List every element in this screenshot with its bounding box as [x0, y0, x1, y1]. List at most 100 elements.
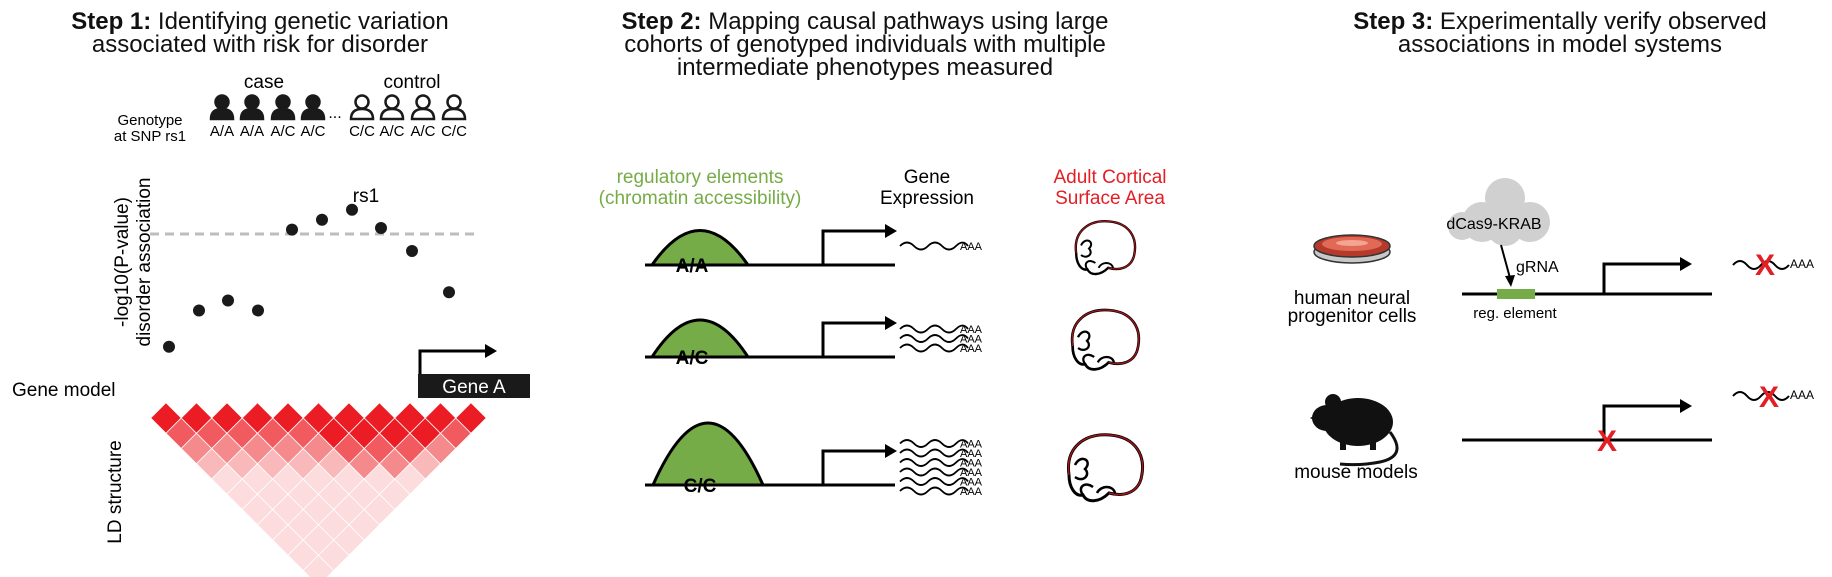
step3-title-line2: associations in model systems — [1397, 31, 1723, 58]
polya-label: AAA — [960, 486, 983, 498]
genotype-label: C/C — [349, 123, 375, 140]
peak-genotype-label: A/C — [676, 348, 709, 369]
surface-label-line2: Surface Area — [1055, 188, 1165, 209]
association-points — [163, 203, 455, 353]
person-icons — [209, 94, 467, 121]
ld-cell — [455, 402, 487, 434]
tss-arrowhead — [485, 344, 497, 358]
transcript — [899, 343, 969, 353]
reg-label-line2: (chromatin accessibility) — [599, 188, 802, 209]
mouse-tail — [1339, 431, 1399, 467]
ld-heatmap — [150, 402, 487, 577]
tss-arrowhead — [885, 316, 897, 330]
association-point — [316, 213, 328, 226]
association-point — [252, 304, 264, 317]
transcript — [899, 486, 969, 496]
polya-lower: AAA — [1790, 388, 1814, 402]
tss-arrow — [821, 321, 887, 357]
case-person-icon — [300, 94, 326, 121]
association-point — [346, 203, 358, 216]
tss-arrow-lower — [1602, 404, 1682, 440]
step3-figure: human neural progenitor cells dCas9-KRAB… — [1288, 178, 1814, 483]
ylabel-line1: -log10(P-value) — [112, 197, 133, 327]
step3-panel: Step 3: Experimentally verify observed a… — [1200, 0, 1832, 577]
tss-arrow-upper — [1602, 262, 1682, 294]
ylabel-line2: disorder association — [134, 178, 155, 347]
step1-figure: case control Genotype at SNP rs1 ... A/A… — [12, 72, 530, 577]
step2-title: Step 2: Mapping causal pathways using la… — [570, 8, 1160, 81]
polya-label: AAA — [960, 458, 983, 470]
association-point — [222, 294, 234, 307]
gene-model-label: Gene model — [12, 380, 116, 401]
tss-arrow — [418, 349, 487, 374]
step1-title-line2: associated with risk for disorder — [91, 31, 429, 58]
genotype-label-line1: Genotype — [117, 112, 182, 129]
x-mark-upper: X — [1755, 249, 1775, 282]
rs1-label: rs1 — [353, 186, 379, 207]
step1-title: Step 1: Identifying genetic variation as… — [0, 8, 520, 58]
transcript-lower — [1732, 391, 1790, 401]
x-mark-lower: X — [1759, 381, 1779, 414]
x-mark-locus: X — [1597, 425, 1617, 458]
step2-title-line3: intermediate phenotypes measured — [676, 54, 1054, 81]
genotype-label: A/A — [240, 123, 264, 140]
tss-arrowhead — [885, 224, 897, 238]
gene-a-box — [418, 374, 530, 398]
polya-label: AAA — [960, 467, 983, 479]
control-person-icon — [441, 94, 467, 121]
case-person-icon — [209, 94, 235, 121]
association-point — [286, 223, 298, 236]
brain-icon — [1070, 308, 1140, 371]
tss-arrow — [821, 229, 887, 265]
ellipsis-text: ... — [328, 105, 341, 122]
dcas9-label: dCas9-KRAB — [1446, 216, 1541, 233]
polya-label: AAA — [960, 324, 983, 336]
genotype-label: A/C — [410, 123, 435, 140]
case-person-icon — [270, 94, 296, 121]
case-label: case — [244, 72, 284, 93]
step2-title-line2: cohorts of genotyped individuals with mu… — [624, 31, 1106, 58]
chromatin-peak — [650, 421, 766, 487]
control-person-icon — [349, 94, 375, 121]
ld-label: LD structure — [105, 440, 126, 543]
transcript — [899, 477, 969, 486]
transcript — [899, 241, 969, 251]
genotype-label: C/C — [441, 123, 467, 140]
genotype-label-line2: at SNP rs1 — [114, 128, 186, 145]
tss-arrowhead-lower — [1680, 399, 1692, 413]
step2-panel: Step 2: Mapping causal pathways using la… — [560, 0, 1200, 577]
polya-label: AAA — [960, 448, 983, 460]
polya-label: AAA — [960, 241, 983, 253]
transcript-upper — [1732, 260, 1790, 270]
transcript — [899, 324, 969, 334]
step1-panel: Step 1: Identifying genetic variation as… — [0, 0, 560, 577]
surface-label-line1: Adult Cortical — [1054, 167, 1167, 188]
association-point — [163, 340, 175, 353]
chromatin-peak — [649, 318, 751, 359]
genotype-label: A/C — [300, 123, 325, 140]
reg-element-box — [1497, 289, 1535, 299]
genotype-label: A/A — [210, 123, 234, 140]
mouse-label: mouse models — [1294, 462, 1418, 483]
tss-arrowhead — [885, 444, 897, 458]
step2-title-bold: Step 2: — [621, 8, 702, 35]
peak-genotype-label: C/C — [684, 476, 717, 497]
grna-arrow — [1500, 244, 1511, 279]
case-person-icon — [239, 94, 265, 121]
control-person-icon — [410, 94, 436, 121]
petri-dish-icon — [1313, 234, 1391, 264]
genotype-label: A/C — [270, 123, 295, 140]
association-point — [375, 221, 387, 234]
transcript — [899, 458, 969, 467]
mouse-icon — [1310, 394, 1393, 450]
association-point — [193, 304, 205, 317]
polya-label: AAA — [960, 334, 983, 346]
polya-upper: AAA — [1790, 257, 1814, 271]
step1-title-bold: Step 1: — [71, 8, 152, 35]
step2-title-line1: Mapping causal pathways using large — [701, 8, 1109, 35]
expr-label-line1: Gene — [904, 167, 950, 188]
